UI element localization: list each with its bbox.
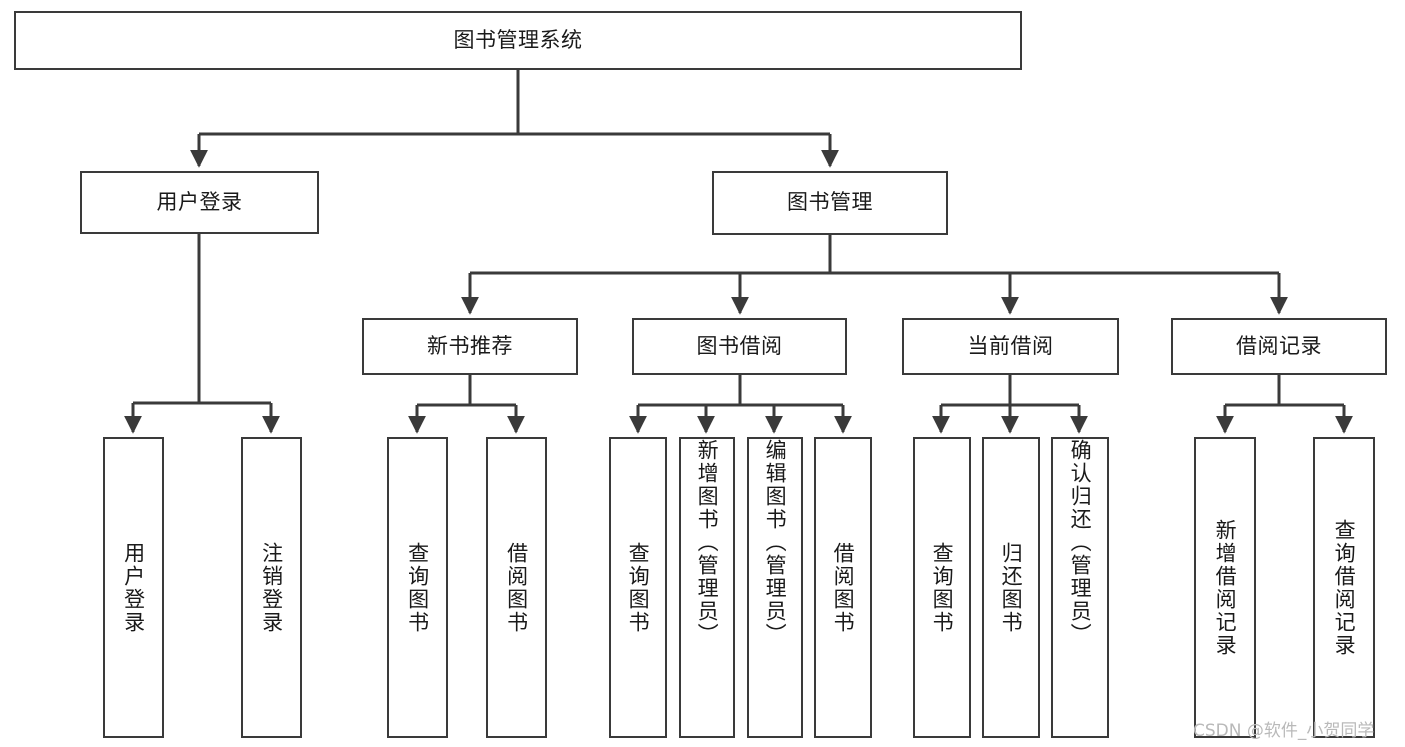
node-label: 当前借阅 bbox=[967, 333, 1054, 358]
node-label: 编辑图书（管理员） bbox=[763, 439, 788, 646]
leaf-user-login-login[interactable]: 用户登录 bbox=[103, 437, 164, 738]
node-book-management[interactable]: 图书管理 bbox=[712, 171, 948, 235]
leaf-borrow-record-query[interactable]: 查询借阅记录 bbox=[1313, 437, 1375, 738]
node-user-login[interactable]: 用户登录 bbox=[80, 171, 319, 234]
node-book-borrow[interactable]: 图书借阅 bbox=[632, 318, 847, 375]
node-label: 新书推荐 bbox=[427, 333, 513, 358]
leaf-current-borrow-return[interactable]: 归还图书 bbox=[982, 437, 1040, 738]
leaf-current-borrow-query[interactable]: 查询图书 bbox=[913, 437, 971, 738]
node-label: 用户登录 bbox=[156, 189, 243, 214]
leaf-current-borrow-confirm-return[interactable]: 确认归还（管理员） bbox=[1051, 437, 1109, 738]
leaf-borrow-record-add[interactable]: 新增借阅记录 bbox=[1194, 437, 1256, 738]
leaf-new-book-query[interactable]: 查询图书 bbox=[387, 437, 448, 738]
node-label: 借阅图书 bbox=[831, 541, 856, 634]
leaf-book-borrow-edit[interactable]: 编辑图书（管理员） bbox=[747, 437, 803, 738]
leaf-new-book-borrow[interactable]: 借阅图书 bbox=[486, 437, 547, 738]
node-label: 图书管理 bbox=[787, 190, 873, 215]
node-root-system[interactable]: 图书管理系统 bbox=[14, 11, 1022, 70]
leaf-book-borrow-borrow[interactable]: 借阅图书 bbox=[814, 437, 872, 738]
node-label: 注销登录 bbox=[259, 541, 284, 634]
leaf-book-borrow-query[interactable]: 查询图书 bbox=[609, 437, 667, 738]
node-label: 新增图书（管理员） bbox=[695, 439, 720, 646]
node-label: 图书借阅 bbox=[696, 333, 783, 358]
node-label: 查询图书 bbox=[626, 541, 651, 634]
node-label: 用户登录 bbox=[121, 541, 146, 634]
node-borrow-record[interactable]: 借阅记录 bbox=[1171, 318, 1387, 375]
node-label: 查询图书 bbox=[405, 541, 430, 634]
node-label: 借阅图书 bbox=[504, 541, 529, 634]
node-label: 图书管理系统 bbox=[453, 27, 583, 52]
node-current-borrow[interactable]: 当前借阅 bbox=[902, 318, 1119, 375]
node-label: 查询图书 bbox=[930, 541, 955, 634]
node-label: 借阅记录 bbox=[1236, 333, 1322, 358]
leaf-user-login-logout[interactable]: 注销登录 bbox=[241, 437, 302, 738]
node-label: 查询借阅记录 bbox=[1332, 518, 1357, 657]
node-new-book-recommend[interactable]: 新书推荐 bbox=[362, 318, 578, 375]
node-label: 归还图书 bbox=[999, 541, 1024, 634]
leaf-book-borrow-add[interactable]: 新增图书（管理员） bbox=[679, 437, 735, 738]
node-label: 确认归还（管理员） bbox=[1068, 439, 1093, 646]
node-label: 新增借阅记录 bbox=[1213, 518, 1238, 657]
